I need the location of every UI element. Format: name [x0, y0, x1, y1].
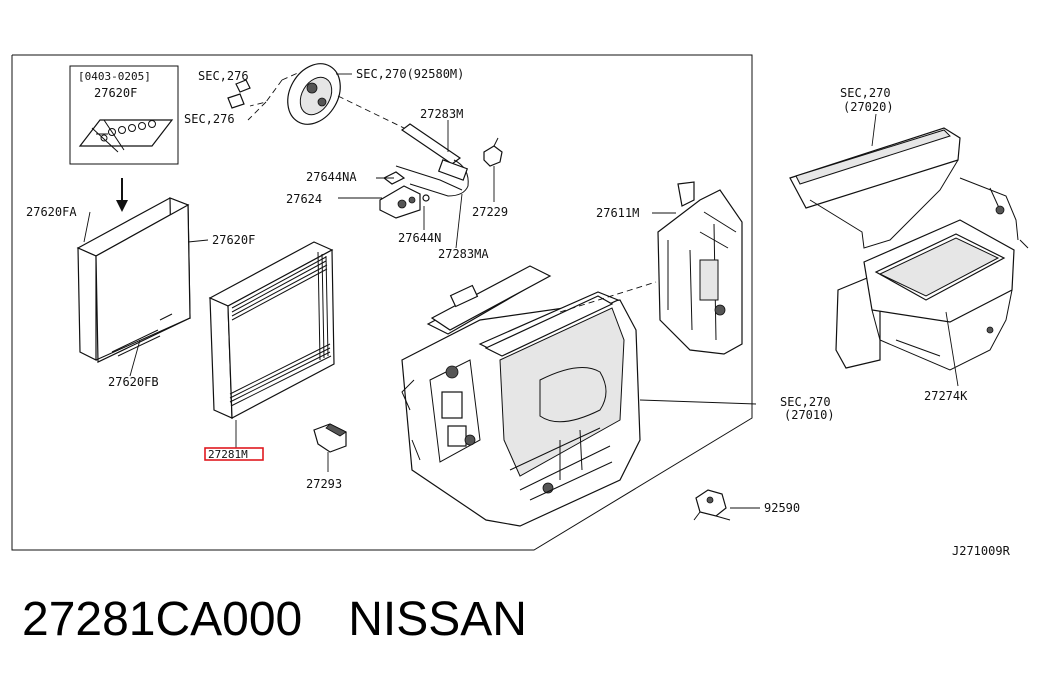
label-27611m: 27611M — [596, 206, 639, 220]
label-sec270-27010-b: (27010) — [784, 408, 835, 422]
label-27620fb: 27620FB — [108, 375, 159, 389]
label-sec276-top: SEC,276 — [198, 69, 249, 83]
inset-filter-variant: [0403-0205] 27620F — [69, 65, 179, 165]
caption-part-number: 27281CA000 — [22, 593, 303, 646]
main-frame — [11, 54, 753, 551]
label-27283m: 27283M — [420, 107, 463, 121]
sensor-group — [379, 123, 469, 219]
label-sec270-92580m: SEC,270(92580M) — [356, 67, 464, 81]
caption: 27281CA000 NISSAN — [22, 596, 527, 644]
diagram-code: J271009R — [952, 544, 1011, 558]
inset-part-label: 27620F — [94, 86, 137, 100]
label-92590: 92590 — [764, 501, 800, 515]
part-92590-icon — [693, 489, 731, 521]
parts-diagram: [0403-0205] 27620F 27620FA 27620F 27620F… — [11, 54, 1029, 558]
label-sec270-27010-a: SEC,270 — [780, 395, 831, 409]
filter-element-icon — [91, 119, 156, 153]
actuator-assembly — [227, 63, 409, 131]
label-sec276-bottom: SEC,276 — [184, 112, 235, 126]
label-27281m: 27281M — [208, 448, 248, 461]
case-half-27611m — [657, 181, 743, 355]
label-27620fa: 27620FA — [26, 205, 77, 219]
caption-brand: NISSAN — [348, 593, 527, 646]
label-27624: 27624 — [286, 192, 322, 206]
label-27283ma: 27283MA — [438, 247, 489, 261]
filter-pleats — [229, 251, 332, 407]
label-27644na: 27644NA — [306, 170, 357, 184]
label-sec270-27020-a: SEC,270 — [840, 86, 891, 100]
cabin-air-filter — [208, 241, 335, 419]
label-sec270-27020-b: (27020) — [843, 100, 894, 114]
right-assembly — [789, 127, 1029, 371]
sensor-27229-icon — [483, 137, 503, 202]
clip-27293-icon — [313, 423, 347, 472]
label-27274k: 27274K — [924, 389, 968, 403]
arrow-down-icon — [116, 178, 128, 212]
label-27644n: 27644N — [398, 231, 441, 245]
highlight-box — [204, 447, 264, 461]
label-27293: 27293 — [306, 477, 342, 491]
hvac-unit — [401, 265, 641, 527]
filter-housing — [76, 197, 191, 363]
label-27620f: 27620F — [212, 233, 255, 247]
label-27229: 27229 — [472, 205, 508, 219]
inset-range-label: [0403-0205] — [78, 70, 151, 83]
